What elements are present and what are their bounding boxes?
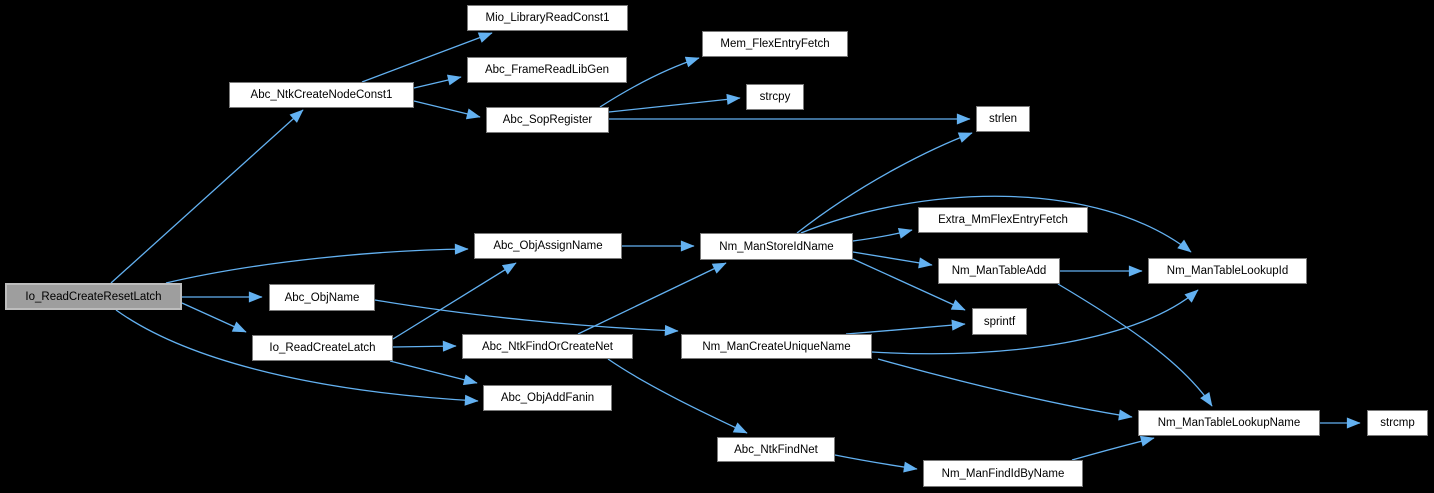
node-abc_ntkcreatenodeconst1[interactable]: Abc_NtkCreateNodeConst1 (229, 82, 414, 108)
node-label: Mio_LibraryReadConst1 (485, 12, 610, 24)
node-label: Nm_ManCreateUniqueName (702, 340, 851, 353)
node-label: sprintf (983, 315, 1016, 328)
edge-nm_manstoreidname-to-strlen (796, 132, 973, 234)
node-label: Abc_FrameReadLibGen (484, 64, 609, 76)
node-nm_manfindidbyname[interactable]: Nm_ManFindIdByName (923, 460, 1083, 487)
node-nm_mantablelookupname[interactable]: Nm_ManTableLookupName (1138, 410, 1320, 436)
node-label: Abc_ObjName (284, 291, 360, 304)
edge-nm_manstoreidname-to-nm_mantablelookupid (800, 195, 1192, 253)
node-label: Abc_SopRegister (502, 114, 593, 126)
node-nm_mantablelookupid[interactable]: Nm_ManTableLookupId (1148, 258, 1307, 284)
node-label: Abc_NtkFindNet (734, 443, 818, 456)
node-abc_objaddfanin[interactable]: Abc_ObjAddFanin (483, 385, 612, 411)
node-label: Nm_ManTableAdd (951, 265, 1047, 277)
edge-abc_ntkfindorcreatenet-to-nm_manstoreidname (577, 262, 727, 335)
node-label: Nm_ManTableLookupName (1157, 417, 1301, 429)
node-label: Io_ReadCreateResetLatch (25, 290, 162, 303)
edge-io_readcreateresetlatch-to-abc_objaddfanin (115, 309, 479, 406)
node-label: Abc_NtkFindOrCreateNet (481, 340, 614, 353)
node-label: strlen (988, 113, 1018, 125)
node-label: Nm_ManFindIdByName (941, 467, 1065, 480)
edge-group (110, 32, 1361, 473)
edge-io_readcreateresetlatch-to-io_readcreatelatch (181, 302, 247, 333)
edge-abc_ntkcreatenodeconst1-to-mio_libraryreadconst1 (361, 32, 493, 83)
node-strlen[interactable]: strlen (976, 106, 1030, 132)
edge-abc_sopregister-to-mem_flexentryfetch (599, 56, 700, 108)
edge-nm_manstoreidname-to-sprintf (852, 258, 966, 311)
edge-nm_manfindidbyname-to-nm_mantablelookupname (1071, 435, 1155, 461)
node-abc_objname[interactable]: Abc_ObjName (269, 284, 375, 311)
node-abc_sopregister[interactable]: Abc_SopRegister (486, 107, 609, 133)
node-label: Mem_FlexEntryFetch (720, 38, 830, 50)
edge-nm_mancreateuniquename-to-nm_mantablelookupid (871, 289, 1199, 355)
node-mem_flexentryfetch[interactable]: Mem_FlexEntryFetch (702, 31, 848, 57)
node-nm_manstoreidname[interactable]: Nm_ManStoreIdName (700, 233, 853, 260)
node-extra_mmflexentryfetch[interactable]: Extra_MmFlexEntryFetch (918, 207, 1088, 233)
edge-abc_ntkfindorcreatenet-to-abc_ntkfindnet (607, 358, 748, 434)
edge-io_readcreateresetlatch-to-abc_ntkcreatenodeconst1 (110, 109, 304, 284)
edge-abc_objname-to-nm_mancreateuniquename (374, 299, 679, 336)
node-label: Nm_ManStoreIdName (719, 240, 834, 253)
edge-nm_manstoreidname-to-extra_mmflexentryfetch (852, 227, 913, 242)
node-strcpy[interactable]: strcpy (746, 84, 804, 110)
edge-nm_mancreateuniquename-to-nm_mantablelookupname (877, 358, 1133, 421)
edge-nm_mancreateuniquename-to-sprintf (845, 319, 966, 335)
node-label: Io_ReadCreateLatch (269, 342, 376, 354)
node-abc_framereadlibgen[interactable]: Abc_FrameReadLibGen (467, 57, 627, 83)
node-nm_mancreateuniquename[interactable]: Nm_ManCreateUniqueName (681, 334, 872, 359)
node-label: Nm_ManTableLookupId (1166, 265, 1289, 277)
edge-abc_ntkcreatenodeconst1-to-abc_sopregister (413, 100, 481, 120)
edge-abc_ntkfindnet-to-nm_manfindidbyname (834, 454, 918, 473)
node-label: Extra_MmFlexEntryFetch (938, 214, 1068, 226)
node-io_readcreateresetlatch[interactable]: Io_ReadCreateResetLatch (5, 283, 182, 310)
edge-io_readcreatelatch-to-abc_objassignname (392, 262, 517, 340)
edge-abc_ntkcreatenodeconst1-to-abc_framereadlibgen (413, 74, 462, 89)
node-label: strcpy (759, 91, 791, 103)
node-label: Abc_ObjAssignName (493, 240, 603, 252)
node-io_readcreatelatch[interactable]: Io_ReadCreateLatch (252, 335, 393, 361)
node-label: Abc_ObjAddFanin (500, 392, 595, 404)
node-label: Abc_NtkCreateNodeConst1 (250, 89, 393, 101)
edge-io_readcreatelatch-to-abc_objaddfanin (389, 360, 478, 386)
node-label: strcmp (1380, 417, 1415, 429)
node-abc_objassignname[interactable]: Abc_ObjAssignName (474, 233, 622, 259)
node-mio_libraryreadconst1[interactable]: Mio_LibraryReadConst1 (467, 5, 628, 31)
node-strcmp[interactable]: strcmp (1367, 410, 1428, 436)
node-nm_mantableadd[interactable]: Nm_ManTableAdd (938, 258, 1060, 284)
edge-io_readcreatelatch-to-abc_ntkfindorcreatenet (392, 340, 457, 352)
node-abc_ntkfindorcreatenet[interactable]: Abc_NtkFindOrCreateNet (462, 334, 633, 359)
edge-abc_sopregister-to-strcpy (608, 93, 741, 113)
node-sprintf[interactable]: sprintf (972, 308, 1027, 335)
node-abc_ntkfindnet[interactable]: Abc_NtkFindNet (717, 437, 835, 462)
edge-nm_mantableadd-to-nm_mantablelookupname (1057, 283, 1213, 407)
edge-io_readcreateresetlatch-to-abc_objassignname (165, 243, 469, 284)
edge-nm_manstoreidname-to-nm_mantableadd (852, 251, 933, 269)
